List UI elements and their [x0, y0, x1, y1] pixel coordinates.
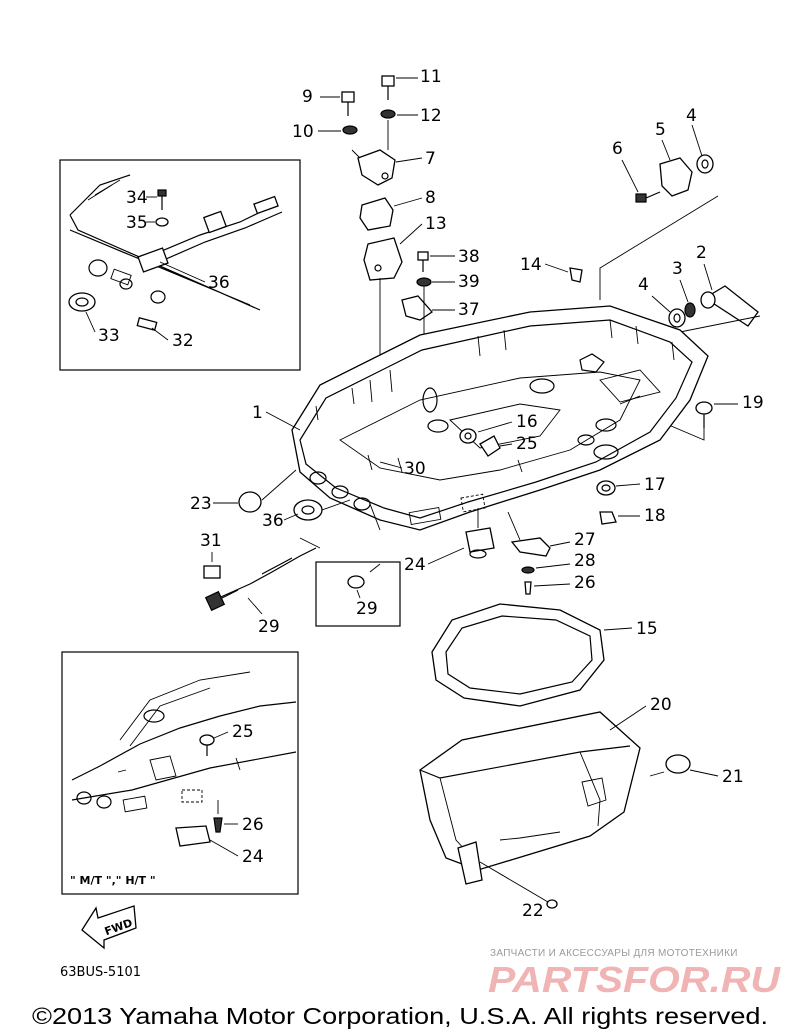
callout-12: 12 — [420, 106, 442, 126]
copyright-notice: ©2013 Yamaha Motor Corporation, U.S.A. A… — [32, 1003, 768, 1029]
callout-28: 28 — [574, 551, 596, 571]
callout-4-top: 4 — [686, 106, 697, 126]
callout-9: 9 — [302, 87, 313, 107]
callout-7: 7 — [425, 149, 436, 169]
callout-3: 3 — [672, 259, 683, 279]
callout-11: 11 — [420, 67, 442, 87]
callout-8: 8 — [425, 188, 436, 208]
callout-13: 13 — [425, 214, 447, 234]
callout-5: 5 — [655, 120, 666, 140]
callout-36-main: 36 — [262, 511, 284, 531]
callout-36-inset: 36 — [208, 273, 230, 293]
watermark-brand: PARTSFOR.RU — [488, 959, 781, 1000]
callout-39: 39 — [458, 272, 480, 292]
callout-32: 32 — [172, 331, 194, 351]
inset-note-mt-ht: " M/T "," H/T " — [70, 874, 156, 887]
callout-10: 10 — [292, 122, 314, 142]
inset-mt-ht-box — [61, 651, 299, 895]
callout-17: 17 — [644, 475, 666, 495]
callout-24-inset: 24 — [242, 847, 264, 867]
part-23-36 — [238, 469, 351, 521]
callout-15: 15 — [636, 619, 658, 639]
callout-34: 34 — [126, 188, 148, 208]
callout-37: 37 — [458, 300, 480, 320]
callout-29-main: 29 — [258, 617, 280, 637]
callout-16: 16 — [516, 412, 538, 432]
part-20-tray — [419, 711, 691, 885]
callout-20: 20 — [650, 695, 672, 715]
part-15-seal — [431, 603, 605, 707]
callout-27: 27 — [574, 530, 596, 550]
callout-23: 23 — [190, 494, 212, 514]
callout-21: 21 — [722, 767, 744, 787]
watermark-tagline: ЗАПЧАСТИ И АКСЕССУАРЫ ДЛЯ МОТОТЕХНИКИ — [490, 948, 738, 959]
top-small-parts — [341, 75, 433, 392]
callout-24-main: 24 — [404, 555, 426, 575]
callout-35: 35 — [126, 213, 148, 233]
inset-box-29 — [315, 561, 401, 627]
callout-25-main: 25 — [516, 434, 538, 454]
callout-14: 14 — [520, 255, 542, 275]
callout-33: 33 — [98, 326, 120, 346]
bottom-cowling — [291, 305, 709, 531]
part-31-29 — [203, 503, 381, 612]
part-24-27-28-26 — [465, 508, 551, 595]
callout-38: 38 — [458, 247, 480, 267]
callout-25-inset: 25 — [232, 722, 254, 742]
part-16-25 — [459, 428, 501, 457]
callout-30: 30 — [404, 459, 426, 479]
callout-4-lower: 4 — [638, 275, 649, 295]
part-17-18 — [596, 480, 617, 525]
callout-1: 1 — [252, 403, 263, 423]
callout-22: 22 — [522, 901, 544, 921]
callout-19: 19 — [742, 393, 764, 413]
fwd-arrow-icon: FWD — [81, 905, 137, 950]
right-top-parts — [569, 154, 759, 428]
callout-31: 31 — [200, 531, 222, 551]
reference-code: 63BUS-5101 — [60, 965, 141, 980]
callout-18: 18 — [644, 506, 666, 526]
callout-6: 6 — [612, 139, 623, 159]
callout-26-inset: 26 — [242, 815, 264, 835]
callout-2: 2 — [696, 243, 707, 263]
callout-26-main: 26 — [574, 573, 596, 593]
callout-29-inset: 29 — [356, 599, 378, 619]
inset-wiring-box — [59, 159, 301, 371]
